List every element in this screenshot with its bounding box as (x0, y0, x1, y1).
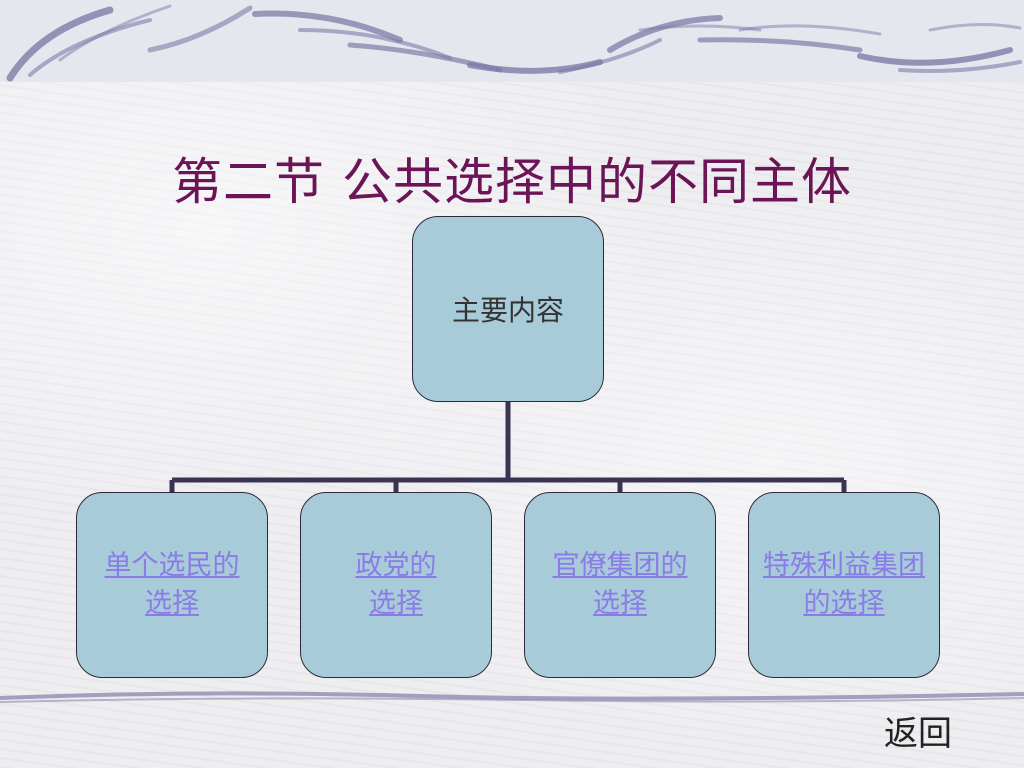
swoosh-decoration-icon (6, 4, 1022, 82)
child-box-bureaucracy-choice[interactable]: 官僚集团的 选择 (524, 492, 716, 678)
root-box-label: 主要内容 (451, 294, 564, 327)
bureaucracy-choice-link[interactable]: 官僚集团的 选择 (552, 550, 688, 619)
root-box-main-content: 主要内容 (412, 216, 604, 402)
back-link[interactable]: 返回 (884, 714, 952, 754)
bottom-swoosh-decoration-icon (0, 691, 1024, 703)
child-box-voter-choice[interactable]: 单个选民的 选择 (76, 492, 268, 678)
child-box-interest-group-choice[interactable]: 特殊利益集团 的选择 (748, 492, 940, 678)
child-box-party-choice[interactable]: 政党的 选择 (300, 492, 492, 678)
top-decoration-band (0, 0, 1024, 82)
party-choice-link[interactable]: 政党的 选择 (355, 550, 437, 619)
voter-choice-link[interactable]: 单个选民的 选择 (104, 550, 240, 619)
page-title: 第二节 公共选择中的不同主体 (172, 153, 852, 211)
interest-group-choice-link[interactable]: 特殊利益集团 的选择 (763, 550, 925, 619)
